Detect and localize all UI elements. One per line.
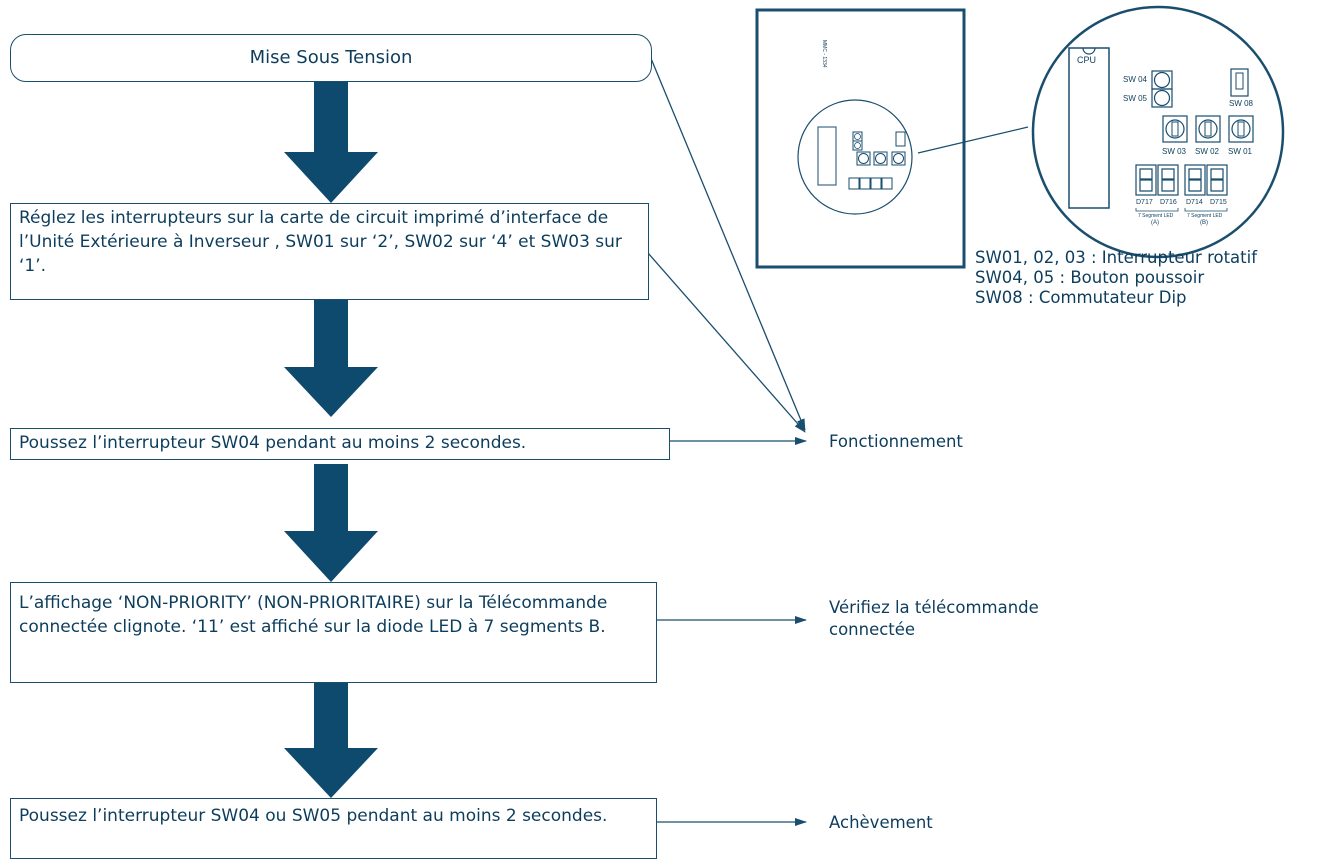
svg-text:7 Segment LED: 7 Segment LED xyxy=(1187,213,1223,219)
step-set-switches: Réglez les interrupteurs sur la carte de… xyxy=(10,203,649,300)
svg-text:SW 08: SW 08 xyxy=(1229,99,1254,108)
zoom-leader-line xyxy=(917,126,1029,154)
label-operation: Fonctionnement xyxy=(829,432,963,451)
label-completion: Achèvement xyxy=(829,813,933,832)
svg-text:D714: D714 xyxy=(1186,199,1203,206)
step-push-sw04: Poussez l’interrupteur SW04 pendant au m… xyxy=(10,428,670,460)
svg-text:(B): (B) xyxy=(1200,220,1208,226)
seven-segment-leds xyxy=(1135,164,1228,196)
sw02-rotary xyxy=(1198,119,1218,139)
legend-rotary: SW01, 02, 03 : Interrupteur rotatif xyxy=(975,248,1258,267)
switch-legend: SW01, 02, 03 : Interrupteur rotatif SW04… xyxy=(975,248,1257,308)
connector-settings-to-operation xyxy=(647,252,806,433)
svg-text:D717: D717 xyxy=(1136,199,1153,206)
legend-dip: SW08 : Commutateur Dip xyxy=(975,288,1187,307)
sw05-button xyxy=(1153,89,1171,107)
sw08-dip xyxy=(1230,68,1249,97)
svg-text:SW 02: SW 02 xyxy=(1195,147,1220,156)
step-display-check: L’affichage ‘NON-PRIORITY’ (NON-PRIORITA… xyxy=(10,582,657,683)
svg-text:CPU: CPU xyxy=(1077,55,1096,65)
label-verify-remote: Vérifiez la télécommande connectée xyxy=(829,598,1039,639)
sw04-button xyxy=(1153,71,1171,89)
sw03-rotary xyxy=(1165,119,1185,139)
down-arrow-3 xyxy=(284,464,378,582)
svg-text:SW 03: SW 03 xyxy=(1162,147,1187,156)
down-arrow-2 xyxy=(284,300,378,417)
step-power-on: Mise Sous Tension xyxy=(10,34,652,82)
pcb-board xyxy=(755,8,966,269)
svg-text:SW 04: SW 04 xyxy=(1123,75,1148,84)
svg-text:D716: D716 xyxy=(1160,199,1177,206)
connector-start-to-operation xyxy=(649,55,806,431)
svg-text:SW 01: SW 01 xyxy=(1228,147,1253,156)
down-arrow-4 xyxy=(284,683,378,798)
svg-text:(A): (A) xyxy=(1151,220,1159,226)
pcb-board-code: MMC - 1334 xyxy=(821,40,827,68)
svg-text:SW 05: SW 05 xyxy=(1123,94,1148,103)
svg-text:7 Segment LED: 7 Segment LED xyxy=(1138,213,1174,219)
pcb-small-circle xyxy=(797,99,913,215)
down-arrow-1 xyxy=(284,82,378,203)
svg-text:D715: D715 xyxy=(1210,199,1227,206)
pcb-illustration: MMC - 1334 CPU SW 04 SW 05 xyxy=(755,5,1285,269)
sw01-rotary xyxy=(1231,119,1251,139)
legend-push-button: SW04, 05 : Bouton poussoir xyxy=(975,268,1205,287)
step-push-sw04-sw05: Poussez l’interrupteur SW04 ou SW05 pend… xyxy=(10,798,657,859)
cpu-chip xyxy=(1068,47,1110,209)
